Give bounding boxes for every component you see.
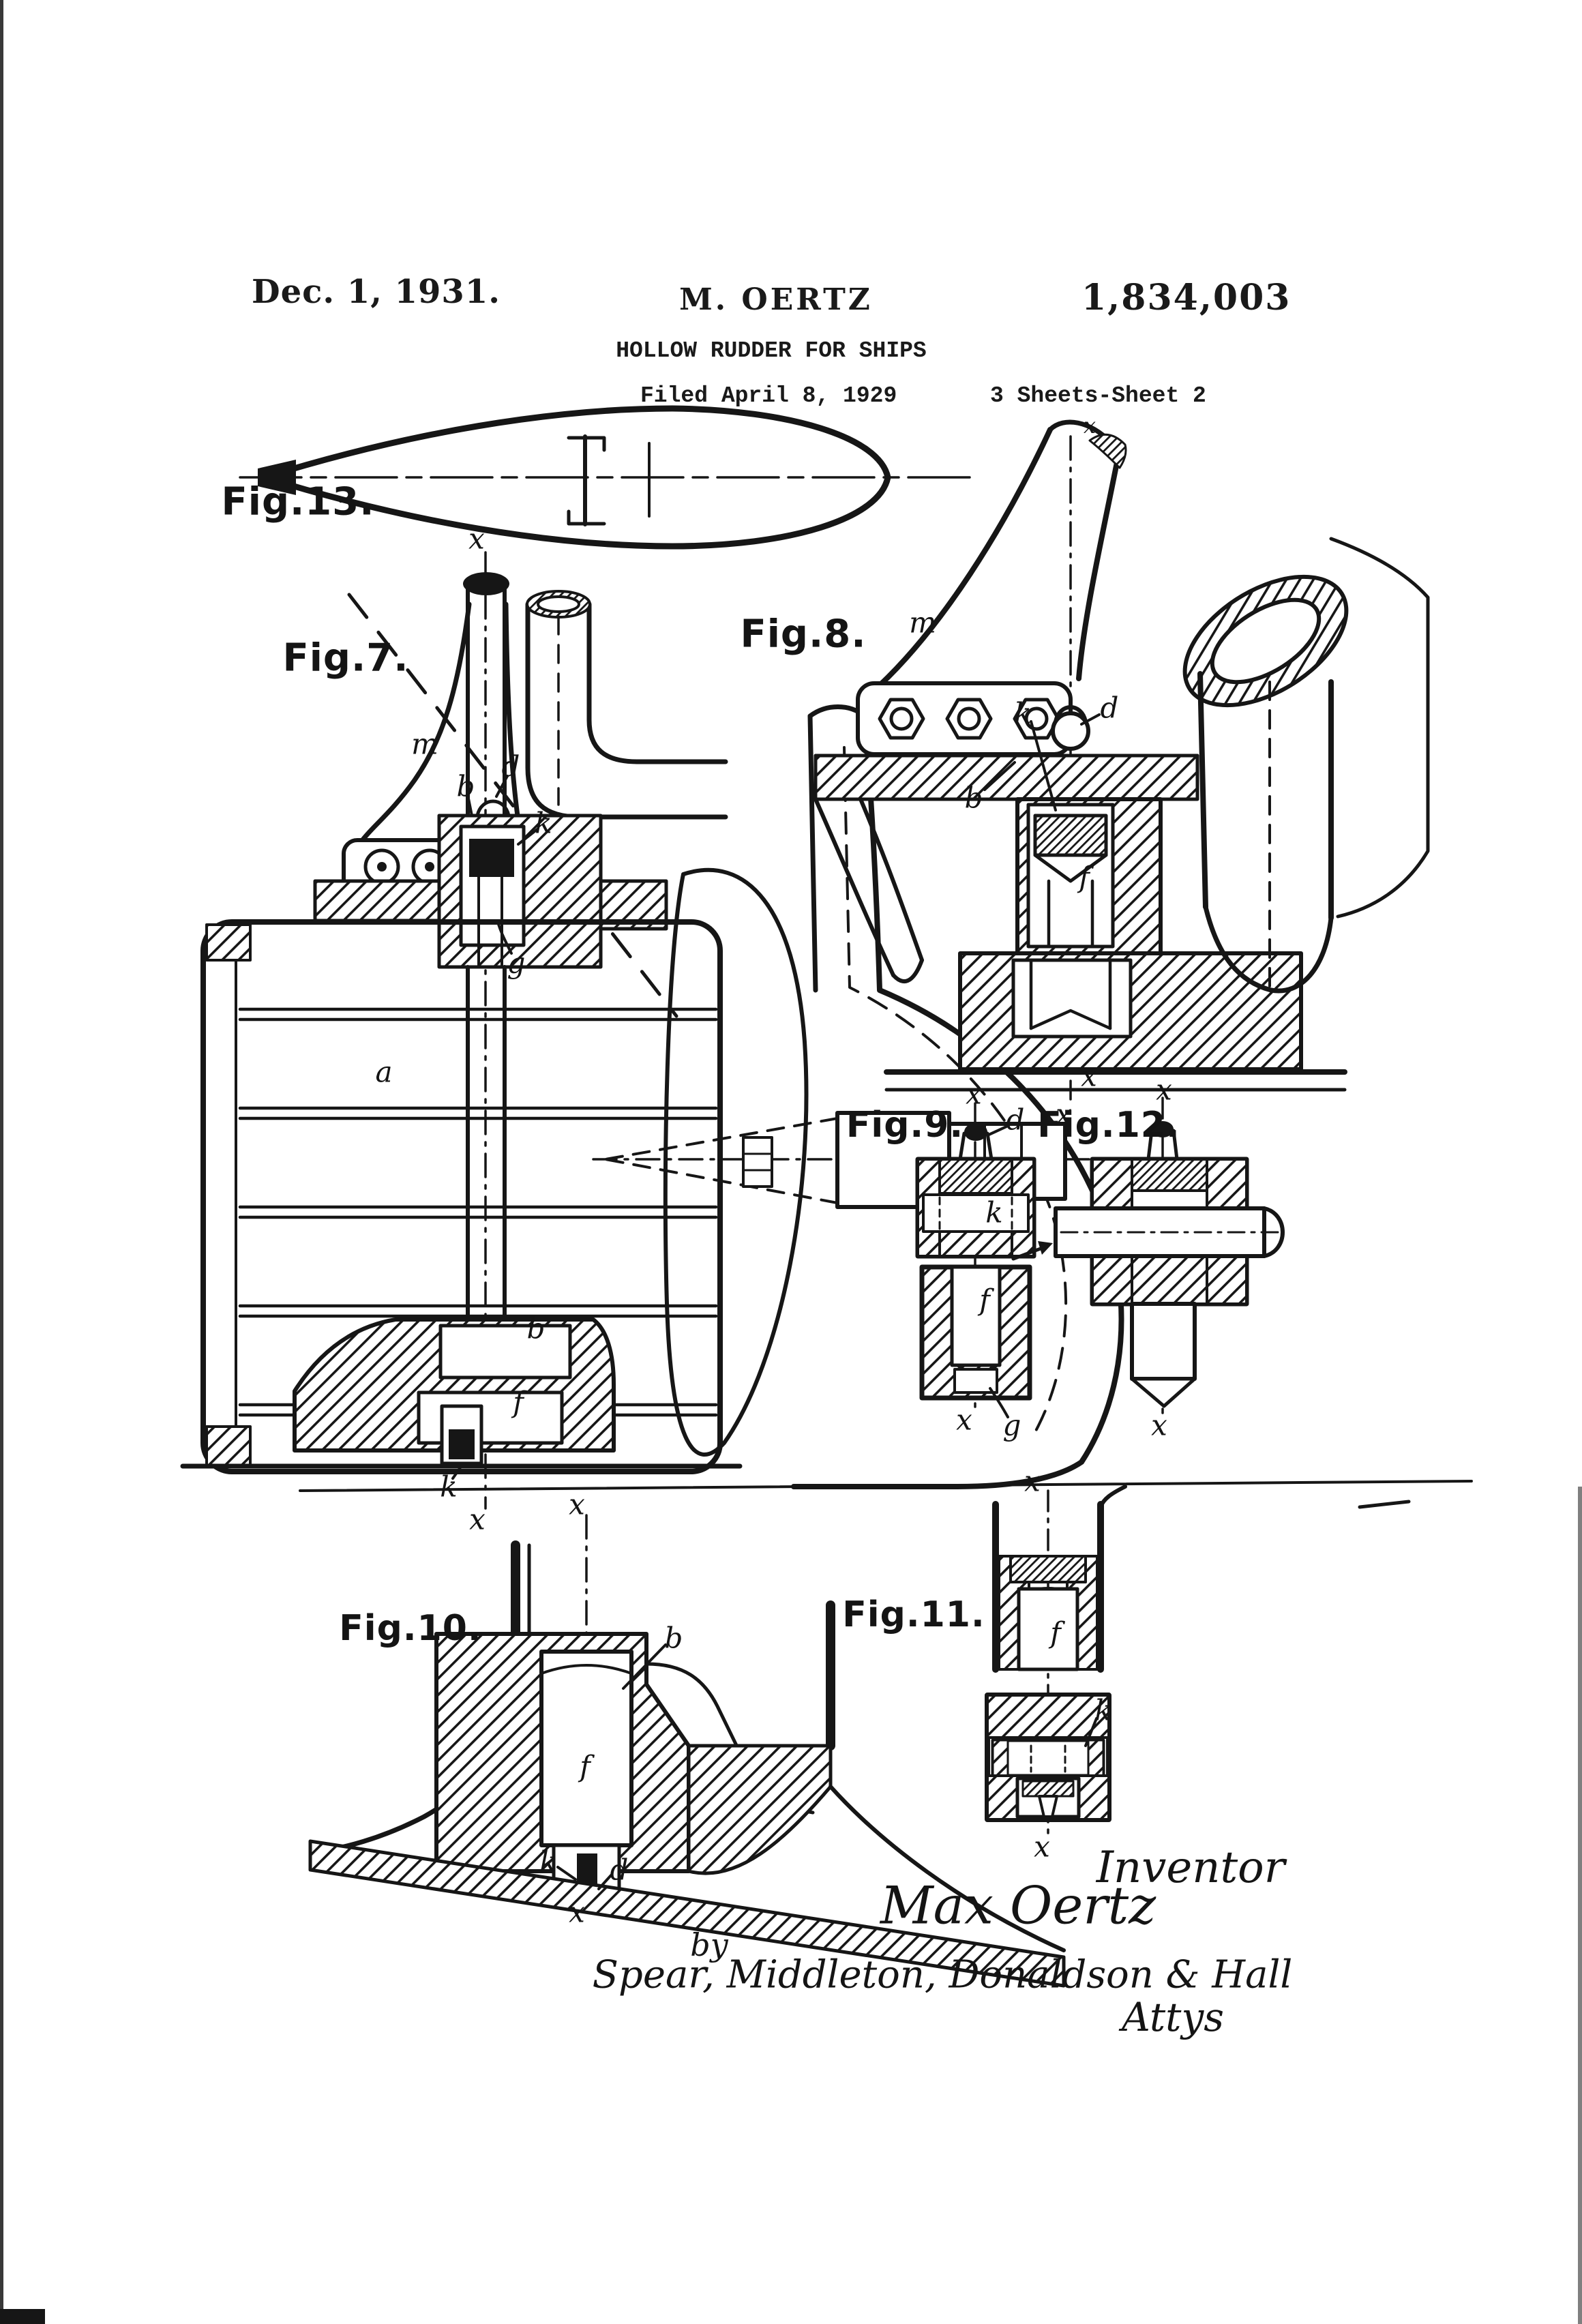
fig8-nut-k — [1033, 814, 1108, 857]
fig13-drawing — [239, 405, 975, 550]
by-caption: by — [690, 1926, 728, 1963]
fig12-arrow-icon — [1038, 1241, 1053, 1255]
fig8-drawing — [814, 419, 1430, 1101]
fig12-drawing — [1011, 1097, 1285, 1414]
invention-title: HOLLOW RUDDER FOR SHIPS — [616, 338, 927, 363]
scan-edge-left — [0, 0, 3, 2324]
patent-date: Dec. 1, 1931. — [252, 273, 501, 311]
attys-caption: Attys — [1121, 1994, 1225, 2040]
filed-date-line: Filed April 8, 1929 — [640, 383, 897, 408]
fig8-stern-tube — [1182, 537, 1430, 994]
fig9-drawing — [915, 1102, 1036, 1418]
scan-edge-right — [1578, 1487, 1582, 2324]
attorneys-signature: Spear, Middleton, Donaldson & Hall — [592, 1952, 1293, 1997]
fig8-hex-bolt-icons — [878, 698, 1060, 740]
fig11-drawing — [985, 1485, 1411, 1837]
patent-inventor-name: M. OERTZ — [679, 282, 873, 317]
inventor-signature: Max Oertz — [880, 1875, 1156, 1936]
fig10-drawing — [308, 1514, 1066, 1988]
fig7-nut-k — [469, 839, 514, 877]
patent-number: 1,834,003 — [1081, 277, 1292, 318]
scan-corner-mark — [0, 2309, 45, 2324]
airfoil-tail-tip — [258, 460, 296, 495]
sheet-count-line: 3 Sheets-Sheet 2 — [990, 383, 1206, 408]
inventor-caption: Inventor — [1096, 1843, 1285, 1893]
